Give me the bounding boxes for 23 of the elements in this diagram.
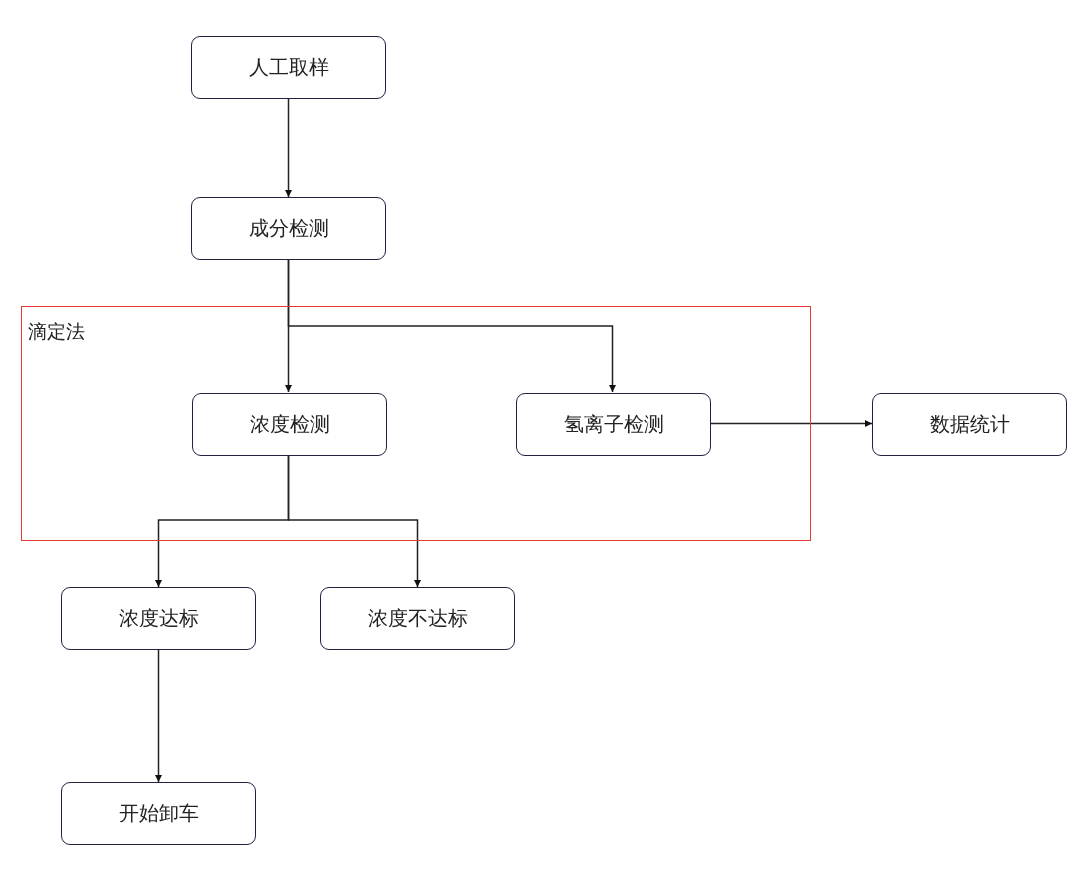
arrow xyxy=(287,454,421,588)
box-label: 成分检测 xyxy=(248,215,329,242)
arrow xyxy=(155,649,162,783)
process-box xyxy=(192,393,387,456)
box-label: 人工取样 xyxy=(248,54,329,81)
box-label: 浓度达标 xyxy=(118,605,199,632)
process-box xyxy=(320,587,515,650)
process-box xyxy=(191,197,386,260)
process-box xyxy=(61,782,256,845)
box-label: 开始卸车 xyxy=(118,800,199,827)
group-label: 滴定法 xyxy=(28,319,85,344)
process-box xyxy=(516,393,711,456)
box-label: 浓度检测 xyxy=(249,411,330,438)
box-label: 数据统计 xyxy=(929,411,1010,438)
process-box xyxy=(191,36,386,99)
process-box xyxy=(872,393,1067,456)
arrow xyxy=(287,259,616,393)
arrow xyxy=(709,420,873,427)
process-box xyxy=(61,587,256,650)
arrow xyxy=(285,98,292,198)
box-label: 氢离子检测 xyxy=(563,411,664,438)
group-frame xyxy=(21,306,811,541)
box-label: 浓度不达标 xyxy=(367,605,468,632)
